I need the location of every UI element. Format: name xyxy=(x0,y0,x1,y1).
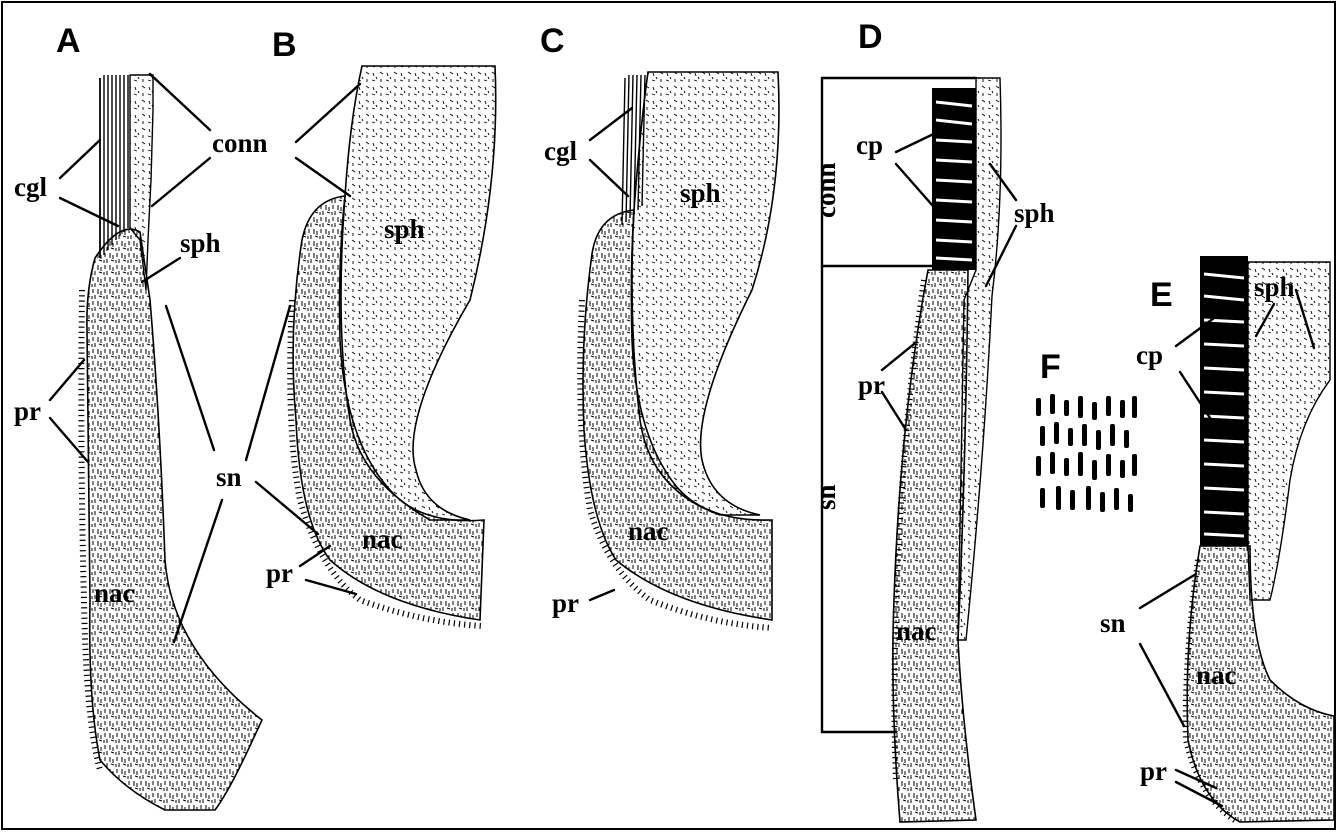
panel-c: C cgl sph nac pr xyxy=(540,22,779,628)
panel-a-leader-conn-1 xyxy=(150,74,210,130)
panel-e-sheath xyxy=(1248,262,1330,600)
panel-e-leader-sn-2 xyxy=(1140,644,1184,726)
panel-b-label-pr: pr xyxy=(266,558,293,588)
panel-a-label-nac: nac xyxy=(94,578,135,608)
panel-b-letter: B xyxy=(272,26,297,64)
panel-f-texture xyxy=(1036,394,1137,512)
panel-e-letter: E xyxy=(1150,276,1173,314)
panel-d-label-sph: sph xyxy=(1014,198,1055,228)
panel-a-leader-conn-2 xyxy=(152,158,210,206)
panel-c-label-nac: nac xyxy=(628,516,669,546)
panel-d-label-nac: nac xyxy=(896,616,937,646)
panel-b-leader-conn-2 xyxy=(296,158,350,196)
panel-c-letter: C xyxy=(540,22,565,60)
panel-e-label-sph: sph xyxy=(1254,272,1295,302)
panel-a-leader-pr-1 xyxy=(50,360,84,400)
panel-b-label-sph: sph xyxy=(384,214,425,244)
panel-b-leader-sn-1 xyxy=(246,306,290,460)
panel-d-leader-pr-2 xyxy=(882,392,906,430)
panel-e-label-sn: sn xyxy=(1100,608,1126,638)
panel-a-label-pr: pr xyxy=(14,396,41,426)
panel-c-leader-cgl-1 xyxy=(590,108,632,140)
panel-a-leader-cgl-1 xyxy=(60,140,100,178)
panel-e-label-cp: cp xyxy=(1136,340,1163,370)
panel-a-leader-sn-1 xyxy=(166,306,214,450)
panel-f: F xyxy=(1036,348,1137,512)
panel-e-leader-sn-1 xyxy=(1140,574,1196,608)
panel-a-leader-cgl-2 xyxy=(60,198,118,226)
panel-f-letter: F xyxy=(1040,348,1061,386)
panel-a-label-conn: conn xyxy=(212,128,268,158)
panel-e-label-pr: pr xyxy=(1140,756,1167,786)
panel-b-label-nac: nac xyxy=(362,524,403,554)
panel-a-letter: A xyxy=(56,22,81,60)
panel-a-label-sn: sn xyxy=(216,462,242,492)
panel-d-label-conn: conn xyxy=(811,162,841,218)
panel-d-leader-pr-1 xyxy=(882,344,914,370)
panel-c-label-cgl: cgl xyxy=(544,136,577,166)
panel-a: A cgl conn sph pr sn nac xyxy=(14,22,268,810)
panel-a-label-sph: sph xyxy=(180,228,221,258)
panel-d-label-pr: pr xyxy=(858,370,885,400)
panel-b-leader-pr-1 xyxy=(300,546,330,566)
panel-d-letter: D xyxy=(858,18,883,56)
panel-a-label-cgl: cgl xyxy=(14,172,47,202)
panel-b: B sph nac pr xyxy=(246,26,496,626)
panel-a-nacre xyxy=(87,229,262,810)
panel-e: E sph cp sn nac pr xyxy=(1100,256,1334,822)
panel-d-label-sn: sn xyxy=(811,484,841,510)
panel-c-label-sph: sph xyxy=(680,178,721,208)
panel-d-label-cp: cp xyxy=(856,130,883,160)
panel-c-leader-pr xyxy=(590,590,614,600)
panel-a-leader-sn-2 xyxy=(174,500,222,642)
panel-c-label-pr: pr xyxy=(552,588,579,618)
panel-d: D conn sn cp sph pr nac xyxy=(811,18,1055,822)
panel-a-leader-pr-2 xyxy=(50,418,88,462)
panel-e-label-nac: nac xyxy=(1196,660,1237,690)
